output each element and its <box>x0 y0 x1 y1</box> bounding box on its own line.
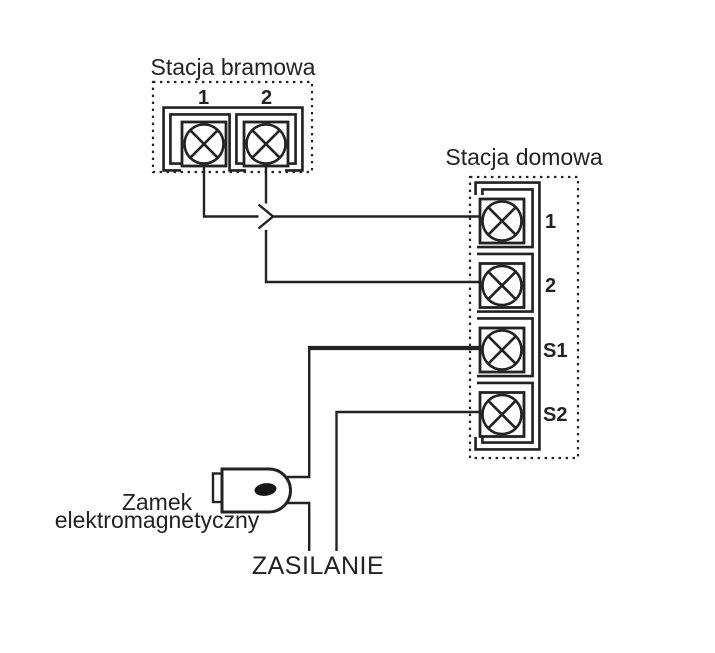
wire-home-s1-lock <box>287 349 311 479</box>
terminal-crossed-circle-icon <box>478 197 526 245</box>
wire-crossover-hop-icon <box>257 203 275 230</box>
home-terminal-label-s1: S1 <box>543 340 568 362</box>
terminal-crossed-circle-icon <box>180 120 228 168</box>
gate-terminal-label-2: 2 <box>260 87 273 109</box>
home-station-outline <box>468 175 580 460</box>
lock-label-line2: elektromagnetyczny <box>54 506 260 533</box>
lock-label: Zamek elektromagnetyczny <box>37 489 277 533</box>
wire-gate2-home2 <box>264 163 482 284</box>
wire-home-s2-power <box>335 410 482 551</box>
terminal-crossed-circle-icon <box>478 391 526 438</box>
home-station-title: Stacja domowa <box>445 144 603 170</box>
power-label: ZASILANIE <box>251 552 385 580</box>
strip-hollow-overlay <box>164 108 539 449</box>
terminal-crossed-circle-icon <box>478 262 526 309</box>
terminal-crossed-circle-icon <box>478 326 526 374</box>
electromagnetic-lock-icon <box>211 467 292 514</box>
wire-gate1-home1 <box>202 163 482 218</box>
gate-station-outline <box>151 80 314 174</box>
home-terminal-label-1: 1 <box>545 211 557 233</box>
terminal-crossed-circle-icon <box>242 120 290 168</box>
home-terminal-label-s2: S2 <box>543 404 568 426</box>
lock-keyhole <box>254 483 277 496</box>
lock-label-line1: Zamek <box>121 489 193 515</box>
wire-lock-power <box>287 501 311 551</box>
gate-station-title: Stacja bramowa <box>150 54 316 80</box>
gate-terminal-label-1: 1 <box>197 87 210 109</box>
home-terminal-label-2: 2 <box>545 275 557 297</box>
